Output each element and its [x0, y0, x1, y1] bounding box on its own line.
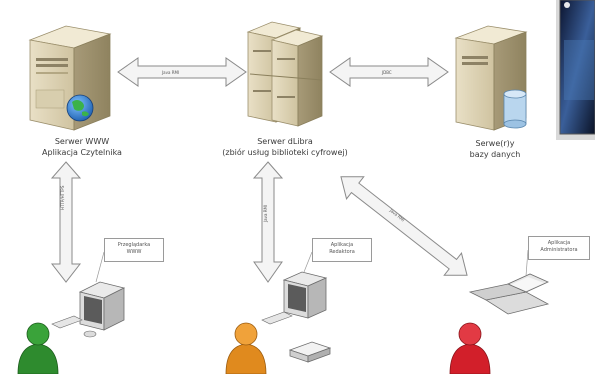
callout-browser: Przeglądarka WWW [104, 238, 164, 262]
database-cylinder-icon [503, 89, 527, 129]
keyboard-icon [261, 311, 293, 325]
reader-user-icon [17, 322, 59, 374]
callout-browser-line2: WWW [126, 249, 142, 255]
editor-user-icon [225, 322, 267, 374]
callout-admin-line1: Aplikacja [547, 240, 571, 246]
arrow-label-dlibra-db: JDBC [382, 70, 392, 75]
editor-workstation-icon [261, 271, 332, 363]
laptop-icon [468, 273, 550, 315]
arrow-browser-www [50, 161, 82, 283]
callout-admin: Aplikacja Administratora [528, 236, 590, 260]
application-screenshot-thumbnail [556, 0, 595, 140]
dlibra-server-title: Serwer dLibra [257, 137, 313, 146]
arrow-label-editor-dlibra: Java RMI [263, 204, 268, 222]
dlibra-server-cluster-icon [246, 21, 324, 127]
arrow-dlibra-db [329, 57, 449, 87]
db-server-subtitle: bazy danych [469, 150, 521, 159]
www-server-label: Serwer WWW Aplikacja Czytelnika [22, 136, 142, 158]
scanner-icon [288, 341, 332, 363]
dlibra-server-subtitle: (zbiór usług biblioteki cyfrowej) [222, 148, 348, 157]
arrow-label-browser-www: HTTP/HTTPS [60, 185, 65, 210]
arrow-www-dlibra [117, 57, 247, 87]
arrow-editor-dlibra [252, 161, 284, 283]
desktop-computer-icon [51, 281, 126, 338]
www-server-title: Serwer WWW [54, 137, 110, 146]
mouse-icon [83, 330, 97, 338]
arrow-admin-dlibra [340, 176, 468, 276]
callout-browser-line1: Przeglądarka [117, 242, 151, 248]
dlibra-server-label: Serwer dLibra (zbiór usług biblioteki cy… [190, 136, 380, 158]
callout-editor-line1: Aplikacja [330, 242, 354, 248]
db-server-label: Serwe(r)y bazy danych [440, 138, 550, 160]
db-server-title: Serwe(r)y [475, 139, 515, 148]
www-server-subtitle: Aplikacja Czytelnika [42, 148, 122, 157]
arrow-label-www-dlibra: Java RMI [162, 70, 180, 75]
keyboard-icon [51, 315, 83, 329]
callout-editor: Aplikacja Redaktora [312, 238, 372, 262]
database-server-icon [454, 25, 528, 131]
callout-admin-line2: Administratora [540, 247, 578, 253]
admin-user-icon [449, 322, 491, 374]
www-server-icon [28, 25, 112, 131]
callout-editor-line2: Redaktora [329, 249, 355, 255]
